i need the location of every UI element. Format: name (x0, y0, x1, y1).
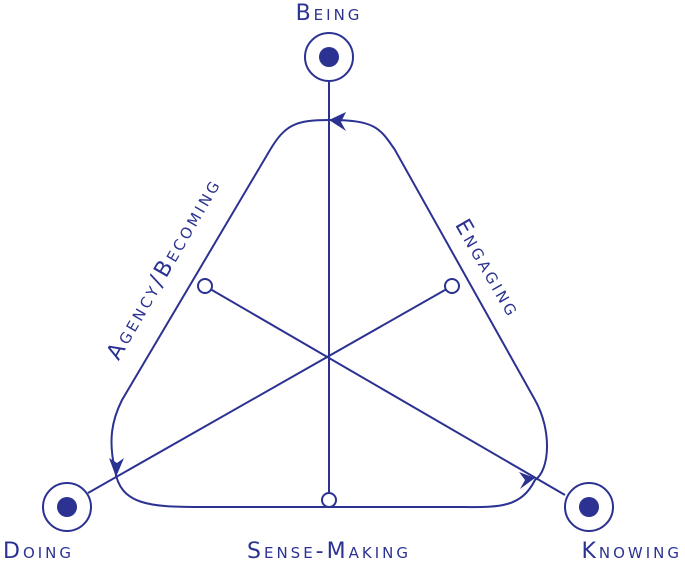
spoke-doing-engaging (87, 285, 453, 494)
node-doing (42, 482, 92, 532)
label-agency-becoming: Agency/Becoming (102, 173, 227, 364)
cycle-loop (110, 118, 548, 509)
spoke-knowing-agency (204, 285, 566, 496)
arrow-left-icon (109, 458, 124, 477)
midpoint-engaging (444, 278, 460, 294)
midpoint-sense (321, 492, 337, 508)
node-knowing (564, 482, 614, 532)
label-being: Being (296, 1, 363, 26)
arrow-top-icon (329, 112, 346, 131)
midpoint-agency (197, 278, 213, 294)
node-being (304, 32, 354, 82)
label-sense-making: Sense-Making (247, 539, 411, 562)
label-doing: Doing (3, 539, 74, 562)
arrow-right-icon (519, 472, 535, 489)
label-knowing: Knowing (581, 539, 682, 562)
